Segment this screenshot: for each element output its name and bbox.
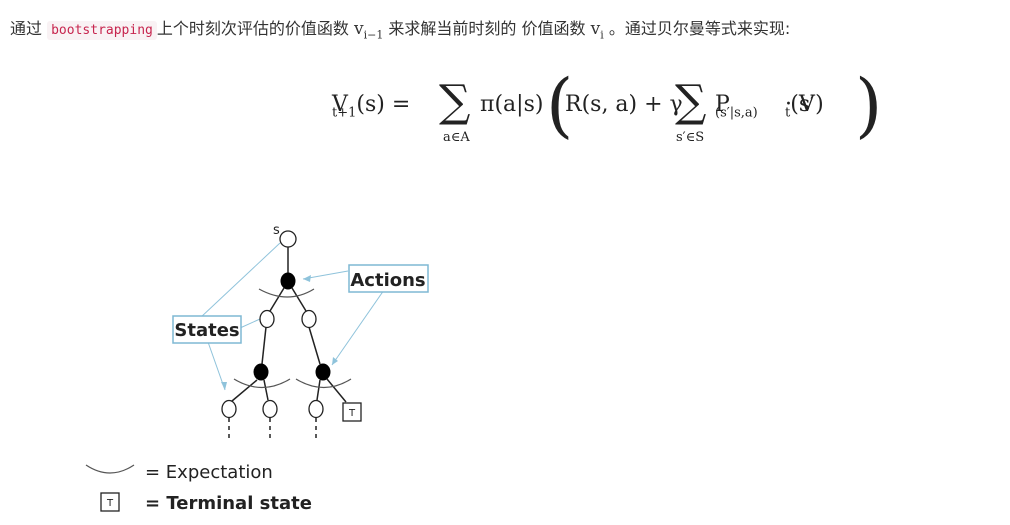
root-state-node [279, 230, 297, 248]
policy-term: π(a|s) [480, 92, 544, 117]
actions-callout-box [348, 264, 429, 293]
state-node [259, 309, 275, 329]
continuation-dashes [228, 418, 317, 438]
terminal-marker: T [348, 408, 356, 419]
terminal-state-box [342, 402, 362, 422]
sum-limit-actions: a∈A [443, 130, 470, 145]
sum-symbol-states: ∑ [675, 76, 707, 127]
intro-suffix: 。通过贝尔曼等式来实现: [608, 19, 791, 38]
inline-code-bootstrapping: bootstrapping [47, 21, 157, 40]
open-paren: ( [546, 64, 574, 146]
state-node [308, 399, 324, 419]
action-node [280, 272, 296, 290]
legend-expectation-text: = Expectation [145, 462, 273, 483]
sum-limit-states: s′∈S [676, 130, 705, 145]
legend-terminal-text: = Terminal state [145, 493, 312, 514]
action-nodes [253, 272, 331, 381]
actions-label: Actions [350, 270, 425, 291]
root-state-label: s [273, 223, 280, 238]
reward-term: R(s, a) + γ [565, 92, 683, 117]
action-node [253, 363, 269, 381]
callout-arrowheads [221, 275, 338, 390]
state-node [301, 309, 317, 329]
close-paren: ) [855, 64, 883, 146]
transition-term: P(s′|s,a) [715, 92, 758, 121]
expectation-arcs [233, 288, 352, 389]
math-v-i: vi [590, 19, 604, 42]
state-nodes [221, 230, 324, 419]
intro-middle-2: 来求解当前时刻的 价值函数 [388, 19, 586, 38]
math-v-i-minus-1: vi−1 [353, 19, 384, 42]
intro-prefix: 通过 [10, 19, 43, 38]
states-label: States [174, 320, 239, 341]
states-callout-box [172, 315, 242, 344]
legend-expectation-arc [85, 464, 135, 474]
state-node [221, 399, 237, 419]
legend-terminal-box [100, 492, 120, 512]
legend-terminal-marker: T [106, 498, 114, 509]
tree-edges [231, 246, 347, 403]
action-node [315, 363, 331, 381]
intro-middle-1: 上个时刻次评估的价值函数 [156, 19, 349, 38]
state-node [262, 399, 278, 419]
sum-symbol-actions: ∑ [439, 76, 471, 127]
